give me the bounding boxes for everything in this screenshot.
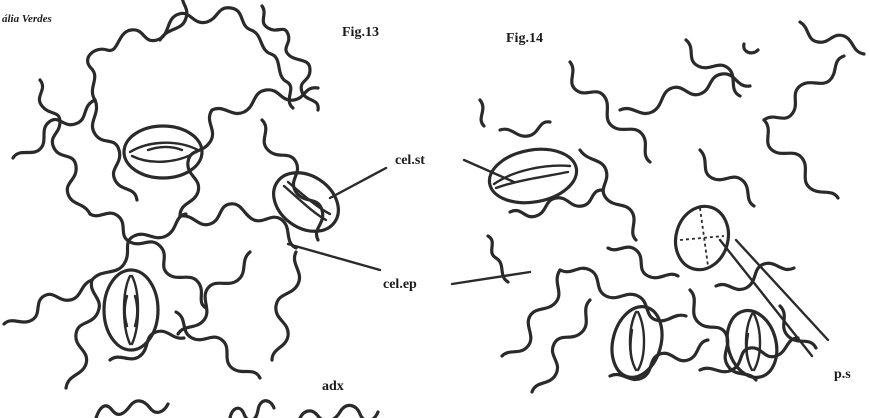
fig13-cell-wall xyxy=(86,6,295,110)
fig13-title: Fig.13 xyxy=(342,25,379,40)
fig13-cell-wall xyxy=(88,211,208,310)
label-cel-st: cel.st xyxy=(395,153,425,168)
fig13-cell-wall xyxy=(2,278,94,326)
label-cel-ep: cel.ep xyxy=(383,277,417,292)
fig13-debris-line xyxy=(94,399,380,418)
fig14-cell-wall xyxy=(762,118,840,200)
cel-ep-leader-fig13 xyxy=(286,242,382,272)
leader-lines xyxy=(286,158,532,286)
fig13-cell-wall xyxy=(174,310,262,380)
fig14-cell-wall xyxy=(684,38,760,98)
fig14-surface-label: p.s xyxy=(834,367,851,382)
fig14-cell-wall xyxy=(698,148,756,208)
fig14-cell-wall xyxy=(714,261,796,291)
author-credit: ália Verdes xyxy=(2,13,52,25)
fig14-title: Fig.14 xyxy=(506,31,543,46)
fig14-cell-wall xyxy=(500,268,562,358)
fig13-cell-wall xyxy=(270,250,301,362)
fig13-epidermis xyxy=(2,0,380,418)
fig13-cell-wall xyxy=(90,212,188,282)
fig14-epidermis xyxy=(478,20,866,394)
fig14-cell-wall xyxy=(568,60,652,164)
fig14-cell-wall xyxy=(762,54,846,122)
fig14-cell-wall xyxy=(698,336,800,374)
fig13-stoma xyxy=(122,124,204,180)
fig14-cell-wall xyxy=(798,20,866,56)
fig13-cell-wall xyxy=(37,78,92,216)
fig13-surface-label: adx xyxy=(322,379,344,394)
fig13-cell-wall xyxy=(178,108,215,218)
fig14-cell-wall xyxy=(778,304,818,350)
cel-st-leader-fig14 xyxy=(462,158,516,184)
fig14-stoma xyxy=(725,308,779,380)
fig14-cell-wall xyxy=(530,298,592,394)
fig14-cell-wall xyxy=(478,98,552,138)
fig13-cell-wall xyxy=(260,4,320,112)
fig13-cell-wall xyxy=(64,278,101,390)
fig13-cell-wall xyxy=(90,98,139,202)
fig14-stoma xyxy=(487,147,579,205)
fig14-cell-wall xyxy=(606,245,680,280)
fig14-stoma-dashed xyxy=(673,204,731,272)
fig13-stoma xyxy=(272,171,340,233)
fig14-cell-wall xyxy=(618,72,752,115)
cel-st-leader-fig13 xyxy=(328,166,388,200)
cel-ep-leader-fig14 xyxy=(450,270,532,286)
fig13-cell-wall xyxy=(260,118,325,242)
fig13-cell-wall xyxy=(158,0,189,42)
fig14-diagonal-line xyxy=(734,238,830,342)
fig13-cell-wall xyxy=(11,98,97,160)
fig13-cell-wall xyxy=(176,250,252,336)
fig14-cell-wall xyxy=(578,148,638,242)
fig13-cell-wall xyxy=(178,202,298,250)
fig14-cell-wall xyxy=(608,338,710,381)
fig14-diagonal-line xyxy=(718,238,814,358)
fig13-stoma xyxy=(102,268,160,352)
fig14-stoma xyxy=(610,305,664,379)
fig13-cell-wall xyxy=(210,86,320,115)
